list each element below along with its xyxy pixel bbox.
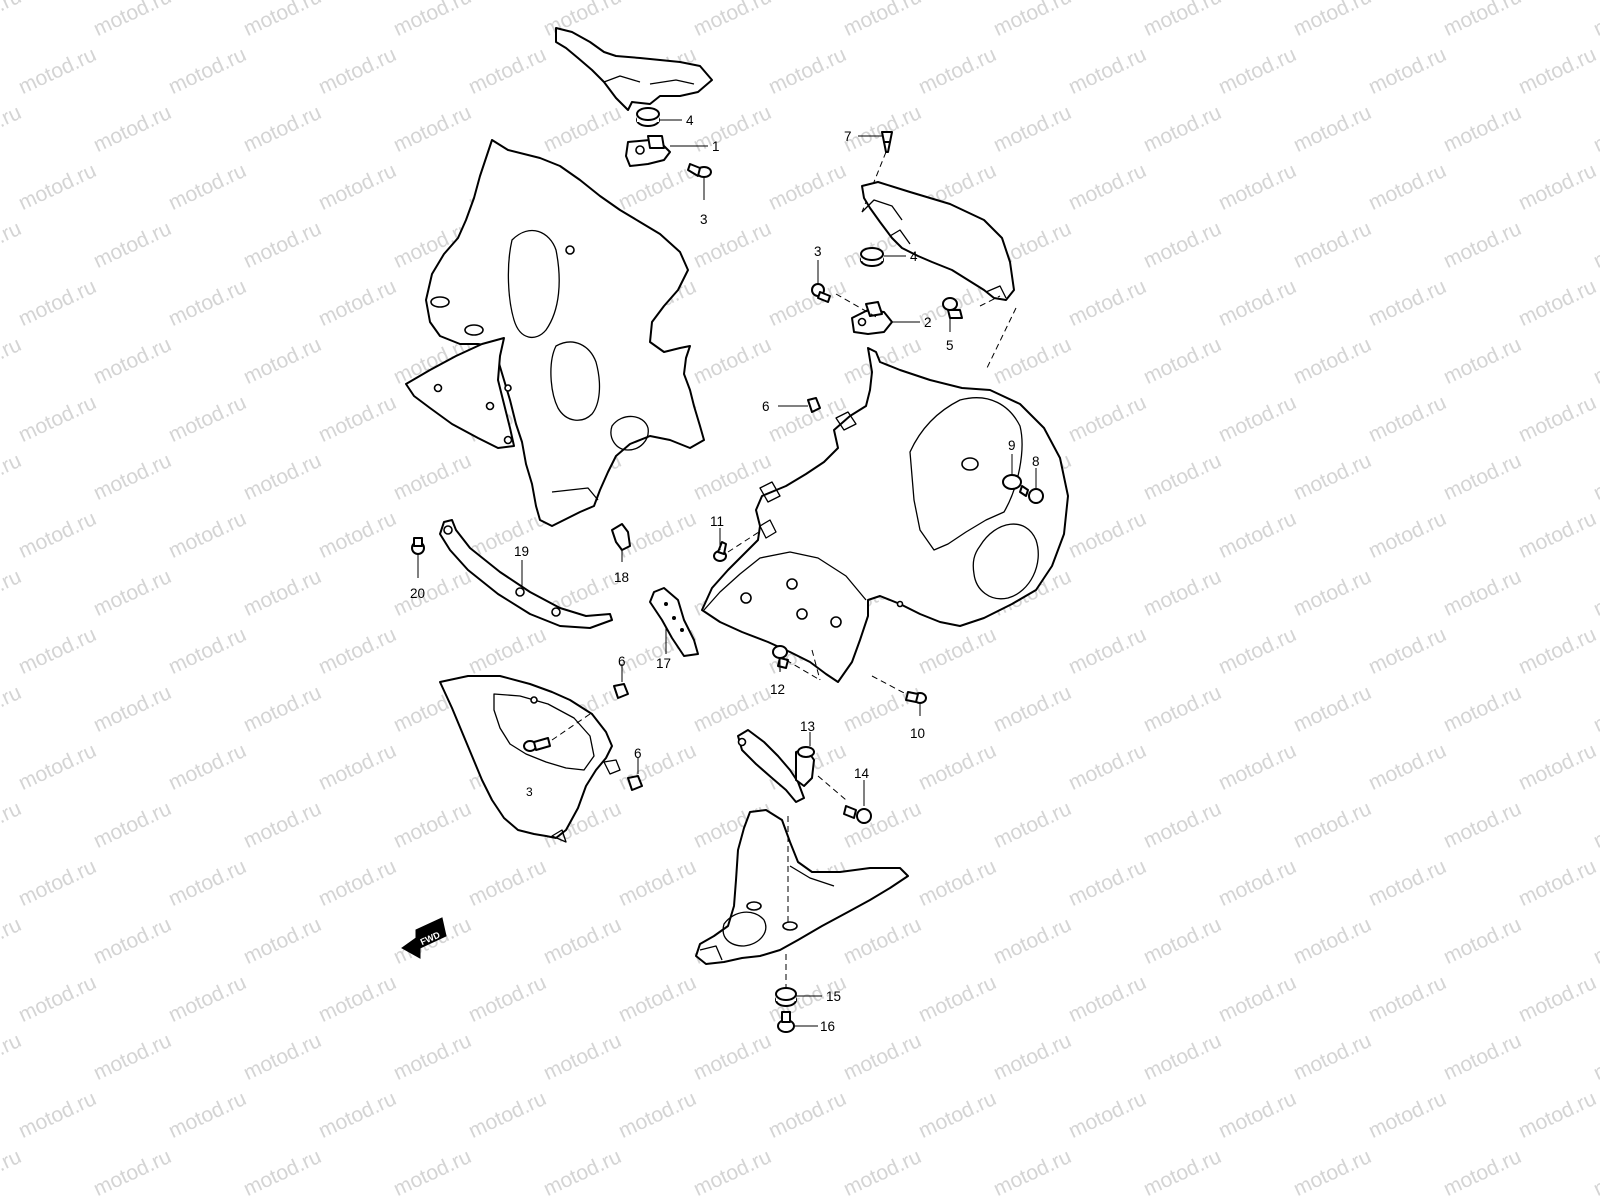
grommet-9 [1002, 474, 1022, 490]
callout-label: 15 [826, 989, 841, 1004]
callout-label: 3 [700, 212, 708, 227]
leader-lowerpanel-dash [551, 713, 591, 741]
callout-10: 10 [910, 704, 925, 741]
leader-13-dash [817, 775, 847, 801]
callout-label: 18 [614, 570, 629, 585]
callout-label: 4 [910, 249, 918, 264]
callout-label: 11 [710, 514, 724, 529]
lower-panel-left: 3 [439, 675, 621, 843]
callout-label: 17 [656, 656, 671, 671]
bracket-1 [625, 135, 671, 167]
upper-stay-cover [555, 27, 713, 111]
callout-label: 16 [820, 1019, 835, 1034]
plug-18 [611, 523, 631, 551]
main-fairing-right [701, 347, 1069, 683]
callout-5: 5 [946, 318, 954, 353]
callout-16: 16 [794, 1019, 835, 1034]
callout-20: 20 [410, 554, 425, 601]
bracket-13 [737, 729, 815, 803]
callout-label: 6 [634, 746, 642, 761]
callout-3-upper: 3 [700, 178, 708, 227]
callout-4-upper: 4 [660, 113, 694, 128]
inner-cover-right [861, 181, 1015, 301]
callout-14: 14 [854, 766, 870, 806]
bolt-8 [1019, 485, 1044, 504]
callout-label: 12 [770, 682, 785, 697]
leader-cover-dash [985, 307, 1017, 371]
callout-4-right: 4 [884, 249, 918, 264]
callout-label: 19 [514, 544, 529, 559]
callout-label: 9 [1008, 438, 1016, 453]
panel-mark: 3 [526, 785, 533, 799]
callout-6-mid: 6 [618, 654, 626, 682]
callout-2: 2 [892, 315, 932, 330]
screw-7 [881, 131, 893, 153]
callout-6-upper: 6 [762, 399, 808, 414]
brace-19 [439, 519, 613, 629]
callout-12: 12 [770, 660, 785, 697]
callout-17: 17 [656, 628, 671, 671]
bracket-17 [649, 587, 699, 657]
callout-label: 5 [946, 338, 954, 353]
grommet-right [860, 247, 884, 267]
leader-fairing-dash [811, 649, 821, 681]
leader-12-dash [785, 659, 821, 681]
leader-10-dash [871, 675, 907, 695]
callout-label: 14 [854, 766, 870, 781]
callout-7: 7 [844, 129, 882, 144]
bolt-16 [777, 1011, 795, 1033]
leader-11-dash [727, 529, 763, 553]
callout-label: 13 [800, 719, 815, 734]
leader-3b-dash [835, 293, 879, 319]
callout-18: 18 [614, 550, 629, 585]
callout-19: 19 [514, 544, 529, 586]
grommet-upper [636, 107, 660, 127]
callout-label: 3 [814, 244, 822, 259]
callout-label: 4 [686, 113, 694, 128]
callout-15: 15 [796, 989, 841, 1004]
bolt-14 [843, 805, 872, 824]
callout-label: 8 [1032, 454, 1040, 469]
callout-13: 13 [800, 719, 815, 746]
clip-6-upper [807, 397, 821, 413]
callout-11: 11 [710, 514, 724, 550]
inner-fairing-left [405, 139, 705, 527]
callout-9: 9 [1008, 438, 1016, 474]
callout-label: 1 [712, 139, 720, 154]
callout-6-lower: 6 [634, 746, 642, 774]
clip-6-mid [613, 683, 629, 699]
callout-3-right: 3 [814, 244, 822, 284]
callout-1: 1 [670, 139, 720, 154]
leader-5-dash [979, 295, 1001, 307]
screw-11 [713, 541, 727, 562]
under-cowl [695, 809, 909, 965]
callout-8: 8 [1032, 454, 1040, 488]
callout-label: 2 [924, 315, 932, 330]
callout-label: 20 [410, 586, 425, 601]
bolt-20 [411, 537, 425, 555]
callout-label: 6 [618, 654, 626, 669]
screw-lower-panel [523, 737, 551, 752]
fwd-arrow-icon: FWD [401, 917, 447, 959]
callout-label: 10 [910, 726, 925, 741]
callout-label: 7 [844, 129, 852, 144]
bolt-5 [942, 297, 963, 319]
bolt-upper-3 [687, 163, 712, 178]
screw-10 [905, 691, 927, 704]
clip-6-lower [627, 775, 643, 791]
callout-label: 6 [762, 399, 770, 414]
grommet-15 [775, 987, 797, 1007]
bracket-2 [851, 301, 893, 335]
bolt-right-3 [811, 283, 831, 303]
